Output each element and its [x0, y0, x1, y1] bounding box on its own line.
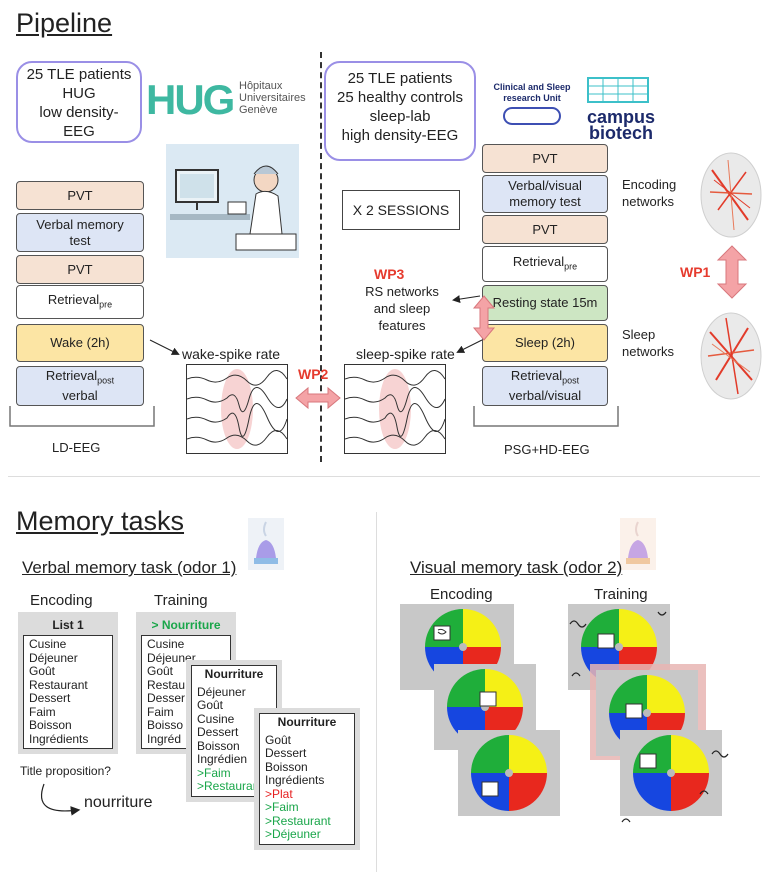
verbal-task-title: Verbal memory task (odor 1) — [22, 558, 237, 577]
pipeline-arrows — [149, 245, 748, 410]
hug-recruitment-box: 25 TLE patients HUG low density- EEG — [16, 61, 142, 143]
wp1-label: WP1 — [680, 264, 711, 280]
eeg-subject-illustration — [166, 144, 299, 258]
encoding-brain-network-icon — [700, 152, 762, 238]
ld-eeg-label: LD-EEG — [52, 440, 101, 455]
clinical-sleep-unit-logo: Clinical and Sleep research Unit — [484, 82, 580, 125]
sleep-lab-recruitment-box: 25 TLE patients 25 healthy controls slee… — [324, 61, 476, 161]
person-eeg-icon — [170, 165, 297, 251]
left-pvt-2: PVT — [16, 255, 144, 284]
encoding-networks-label: Encoding networks — [622, 177, 677, 209]
visual-training-label: Training — [594, 586, 648, 603]
nourriture-answer: nourriture — [84, 794, 153, 811]
visual-task-cards — [400, 604, 729, 823]
sleep-networks-label: Sleep networks — [622, 327, 675, 359]
left-retrieval-pre: Retrievalpre — [16, 285, 144, 319]
sessions-box: X 2 SESSIONS — [342, 190, 460, 230]
building-icon — [587, 77, 649, 103]
wp3-description: RS networks and sleep features — [365, 284, 439, 333]
right-resting-state: Resting state 15m — [482, 285, 608, 321]
right-retrieval-pre: Retrievalpre — [482, 246, 608, 282]
memory-divider — [376, 512, 377, 872]
visual-encoding-label: Encoding — [430, 586, 493, 603]
wp2-label: WP2 — [298, 366, 329, 382]
right-pvt-1: PVT — [482, 144, 608, 173]
eeg-wave-icon — [186, 369, 288, 449]
visual-task-title: Visual memory task (odor 2) — [410, 558, 623, 577]
sleep-brain-network-icon — [700, 312, 762, 400]
verbal-encoding-label: Encoding — [30, 592, 93, 609]
psg-hd-bracket — [473, 406, 619, 427]
wp3-label: WP3 — [374, 266, 405, 282]
section-divider — [8, 476, 760, 477]
curved-arrow-icon — [40, 783, 81, 816]
hug-logo: HUG — [146, 76, 235, 123]
right-retrieval-post: Retrievalpost verbal/visual — [482, 366, 608, 406]
diffuser-icon — [620, 518, 656, 570]
left-pvt-1: PVT — [16, 181, 144, 210]
title-proposition-label: Title proposition? — [20, 764, 111, 778]
campus-biotech-logo: campus biotech — [582, 72, 660, 142]
left-retrieval-post: Retrievalpost verbal — [16, 366, 144, 406]
hug-logo-text: Hôpitaux Universitaires Genève — [239, 80, 306, 116]
eeg-wave-icon — [344, 369, 446, 449]
sleep-eeg-trace — [344, 364, 446, 454]
pipeline-title: Pipeline — [16, 8, 113, 38]
sleep-spike-rate-label: sleep-spike rate — [356, 346, 455, 362]
ld-eeg-bracket — [9, 406, 155, 427]
right-pvt-2: PVT — [482, 215, 608, 244]
right-sleep: Sleep (2h) — [482, 324, 608, 362]
diffuser-icon — [248, 518, 284, 570]
wake-eeg-trace — [186, 364, 288, 454]
memory-tasks-title: Memory tasks — [16, 506, 185, 536]
left-wake: Wake (2h) — [16, 324, 144, 362]
center-divider — [320, 52, 322, 462]
psg-hd-label: PSG+HD-EEG — [504, 442, 590, 457]
wake-spike-rate-label: wake-spike rate — [182, 346, 281, 362]
verbal-training-label: Training — [154, 592, 208, 609]
